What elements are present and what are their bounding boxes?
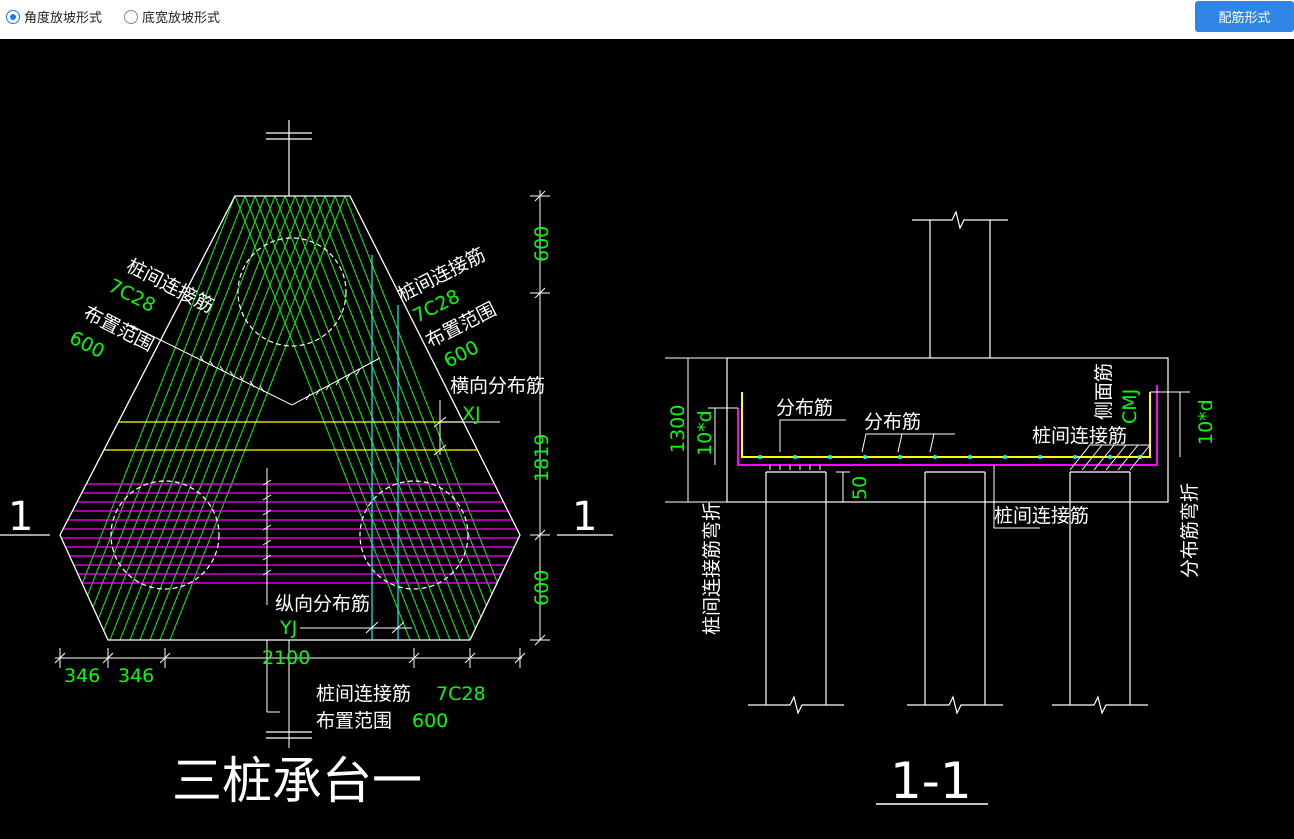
- plan-leader-link: [129, 324, 381, 406]
- section-piles: [748, 471, 1148, 715]
- drawing-canvas: 桩间连接筋 7C28 布置范围 600 桩间连接筋 7C28 布置范围 600 …: [0, 39, 1294, 839]
- radio-angle-slope-indicator[interactable]: [6, 9, 20, 24]
- section-cap-outline: [726, 357, 1169, 503]
- plan-pile-left: [110, 480, 220, 590]
- section-label-cm: CMJ: [1119, 389, 1141, 424]
- section-view: 分布筋 分布筋 桩间连接筋 桩间连接筋 侧面筋 CMJ 1300 10*d 10…: [665, 210, 1217, 810]
- section-label-dist-2: 分布筋: [864, 411, 921, 433]
- cad-drawing: 桩间连接筋 7C28 布置范围 600 桩间连接筋 7C28 布置范围 600 …: [0, 120, 1217, 810]
- plan-label-range-bottom: 布置范围: [316, 710, 392, 732]
- section-dim-1300: 1300: [667, 405, 689, 453]
- plan-link-rebar-band-left: [60, 196, 520, 640]
- plan-dim-vertical: [530, 190, 550, 646]
- radio-width-slope-indicator[interactable]: [124, 9, 138, 24]
- plan-pile-right: [359, 480, 469, 590]
- toolbar: 角度放坡形式 底宽放坡形式 配筋形式: [0, 0, 1294, 38]
- section-dim-right: [1150, 391, 1190, 457]
- reinforcement-form-button[interactable]: 配筋形式: [1195, 1, 1294, 32]
- section-link-rebar: [737, 385, 1158, 466]
- section-title: 1-1: [890, 752, 972, 810]
- section-distribution-rebar: [741, 392, 1151, 458]
- plan-label-yj: YJ: [279, 617, 297, 639]
- section-leader-link: [1069, 444, 1150, 471]
- plan-pile-top: [237, 237, 347, 347]
- section-dim-50: 50: [849, 476, 871, 500]
- section-label-link: 桩间连接筋: [1032, 425, 1127, 447]
- plan-view: 桩间连接筋 7C28 布置范围 600 桩间连接筋 7C28 布置范围 600 …: [0, 120, 613, 810]
- plan-label-longitudinal: 纵向分布筋: [275, 593, 370, 615]
- section-dim-10d-right: 10*d: [1195, 399, 1217, 445]
- plan-tick-marks-left: [199, 355, 265, 393]
- section-bottom-ticks: [769, 465, 821, 470]
- radio-angle-slope[interactable]: 角度放坡形式: [6, 7, 102, 26]
- section-label-dist-bend: 分布筋弯折: [1179, 483, 1201, 578]
- plan-dim-346-a: 346: [64, 665, 100, 687]
- plan-cap-outline: [59, 195, 521, 641]
- section-leader-dist-2: [861, 433, 955, 453]
- plan-center-ticks: [262, 479, 272, 576]
- section-label-dist-1: 分布筋: [776, 397, 833, 419]
- section-dim-10d-left: 10*d: [694, 410, 716, 456]
- plan-dim-horizontal: [54, 648, 526, 668]
- plan-label-range-bottom-value: 600: [412, 710, 448, 732]
- section-label-link-bend: 桩间连接筋弯折: [701, 502, 723, 635]
- plan-title: 三桩承台一: [172, 752, 422, 810]
- radio-width-slope[interactable]: 底宽放坡形式: [124, 7, 220, 26]
- section-dim-left: [665, 357, 850, 503]
- plan-dim-346-b: 346: [118, 665, 154, 687]
- plan-dim-2100: 2100: [262, 647, 310, 669]
- section-label-link-bottom: 桩间连接筋: [994, 505, 1089, 527]
- plan-dim-1819: 1819: [531, 434, 553, 482]
- radio-width-slope-label: 底宽放坡形式: [142, 11, 221, 26]
- plan-dim-600-bottom: 600: [531, 570, 553, 606]
- plan-label-transverse: 横向分布筋: [450, 375, 545, 397]
- section-leader-dist-1: [779, 419, 846, 452]
- plan-horizontal-band: [60, 483, 520, 584]
- plan-label-link-bottom-value: 7C28: [436, 683, 486, 705]
- plan-label-link-bottom: 桩间连接筋: [316, 683, 411, 705]
- section-leader-link-bottom: [993, 465, 1040, 529]
- plan-section-mark-left: 1: [8, 494, 33, 540]
- plan-tick-marks-right: [305, 368, 361, 401]
- radio-angle-slope-label: 角度放坡形式: [24, 11, 103, 26]
- plan-dim-600-top: 600: [531, 226, 553, 262]
- plan-label-xj: XJ: [462, 403, 481, 425]
- section-label-side: 侧面筋: [1093, 363, 1115, 420]
- section-column-break: [912, 210, 1008, 230]
- plan-section-mark-right: 1: [572, 494, 597, 540]
